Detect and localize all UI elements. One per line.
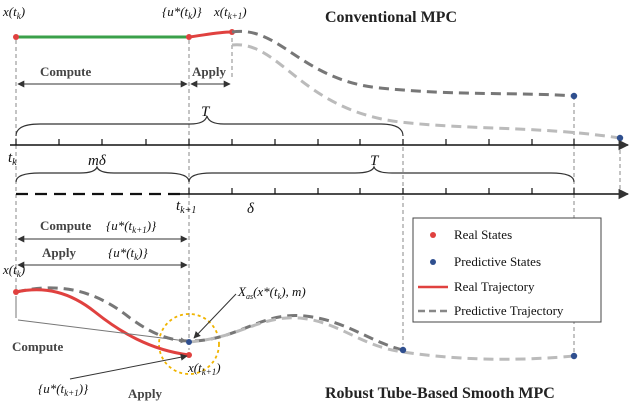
label-compute-bottom: Compute [40, 218, 92, 233]
title-robust-tube-mpc: Robust Tube-Based Smooth MPC [325, 385, 555, 402]
label-apply-bottom-left: Apply [128, 386, 162, 401]
real-state-dot [186, 352, 192, 358]
legend-real-states-marker [430, 232, 436, 238]
predictive-trajectory-light-top [231, 43, 621, 140]
label-m-delta: mδ [88, 153, 107, 169]
legend-predictive-states-marker [430, 259, 436, 265]
title-conventional-mpc: Conventional MPC [325, 9, 457, 26]
predictive-state-dot [570, 352, 578, 360]
axis-ticks-bottom [188, 188, 575, 194]
horizon-brace-top [15, 115, 404, 137]
label-x-tk-top: x(tk) [2, 4, 25, 21]
label-u-tk-bottom: {u*(tk)} [108, 245, 148, 262]
predictive-state-dot [570, 92, 578, 100]
predictive-state-dot [616, 134, 624, 142]
label-x-tk1-bottom: x(tk+1) [187, 360, 221, 377]
label-tk-axis: tk [8, 150, 17, 168]
label-compute-top: Compute [40, 64, 92, 79]
real-state-dot [13, 289, 19, 295]
m-delta-brace [15, 165, 190, 183]
legend-predictive-states: Predictive States [454, 254, 541, 269]
label-u-tk-top: {u*(tk)} [162, 4, 202, 21]
label-tk1-axis: tk+1 [176, 198, 196, 216]
label-T-top-brace: T [201, 104, 211, 120]
tube-label-arrow [193, 293, 237, 339]
predictive-state-dot [399, 346, 407, 354]
legend-real-states: Real States [454, 227, 512, 242]
label-u-left: {u*(tk+1)} [38, 381, 89, 398]
legend-box [412, 217, 602, 323]
label-x-tk-bottom: x(tk) [2, 262, 25, 279]
real-trajectory-bottom [15, 288, 190, 357]
label-apply-top: Apply [192, 64, 226, 79]
axis-ticks-top [15, 139, 575, 145]
predictive-trajectory-dark-top [231, 29, 575, 98]
label-T-axis: T [370, 153, 380, 169]
label-tube-set: Xas(x*(tk), m) [237, 284, 306, 301]
apply-left-arrow [69, 353, 188, 380]
real-state-dot [186, 34, 192, 40]
label-delta: δ [247, 201, 255, 217]
horizon-brace-bottom [188, 165, 575, 183]
compute-left-arrow [17, 319, 187, 344]
label-x-tk1-top: x(tk+1) [213, 4, 247, 21]
real-state-dot [13, 34, 19, 40]
legend-real-trajectory: Real Trajectory [454, 279, 535, 294]
legend-predictive-trajectory: Predictive Trajectory [454, 303, 564, 318]
label-u-tk1-bottom: {u*(tk+1)} [106, 218, 157, 235]
legend: Real States Predictive States Real Traje… [412, 217, 602, 323]
label-compute-left: Compute [12, 339, 64, 354]
predictive-state-dot [186, 339, 192, 345]
tube-region-circle [158, 313, 220, 375]
label-apply-bottom: Apply [42, 245, 76, 260]
predictive-trajectory-light-bottom [188, 316, 575, 361]
real-trajectory-top [188, 30, 233, 39]
